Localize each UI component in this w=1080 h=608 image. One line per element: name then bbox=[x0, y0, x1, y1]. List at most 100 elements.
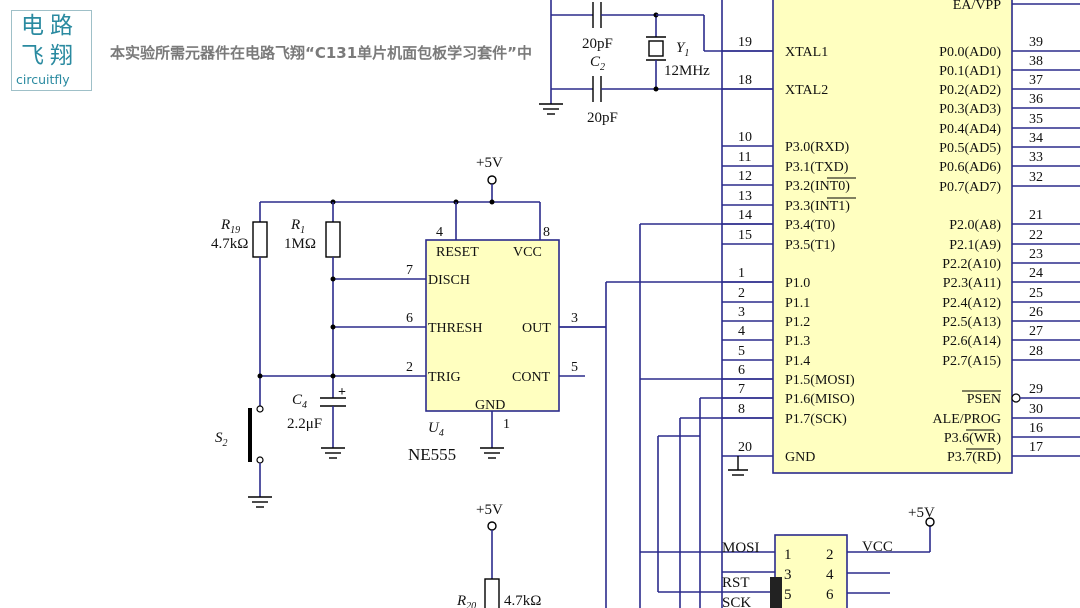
r1-ref-label: R1 bbox=[290, 217, 305, 236]
mcu-pin-name: P2.6(A14) bbox=[942, 334, 1001, 349]
mcu-pin-number: 7 bbox=[738, 382, 745, 397]
pin-gnd-label: GND bbox=[475, 398, 505, 413]
y1-ref-label: Y1 bbox=[676, 40, 689, 59]
r20-supply-label: +5V bbox=[476, 502, 503, 518]
timer-ref-label: U4 bbox=[428, 420, 444, 439]
mcu-pin-name: P1.3 bbox=[785, 334, 810, 349]
mcu-pin-number: 35 bbox=[1029, 112, 1043, 127]
pin-vcc-number: 8 bbox=[543, 225, 550, 240]
crystal-oscillator: 20pF C2 20pF Y1 12MHz bbox=[539, 0, 773, 126]
mcu-pin-number: 4 bbox=[738, 324, 745, 339]
pin-disch-label: DISCH bbox=[428, 273, 470, 288]
mcu-pin-name: P2.0(A8) bbox=[949, 218, 1001, 233]
mcu-pin-number: 29 bbox=[1029, 382, 1043, 397]
mcu-pin-number: 11 bbox=[738, 150, 751, 165]
mcu-pin-number: 19 bbox=[738, 35, 752, 50]
mcu-pin-name: P1.7(SCK) bbox=[785, 412, 847, 427]
mcu-pin-number: 34 bbox=[1029, 131, 1043, 146]
c2-value-label: 20pF bbox=[587, 110, 618, 126]
r1-value-label: 1MΩ bbox=[284, 236, 316, 252]
mcu-chip: 19XTAL118XTAL210P3.0(RXD)11P3.1(TXD)12P3… bbox=[721, 0, 1080, 608]
mcu-pin-number: 17 bbox=[1029, 440, 1043, 455]
c4-polarity-label: + bbox=[338, 385, 346, 400]
isp-supply-label: +5V bbox=[908, 505, 935, 521]
mcu-pin-number: 38 bbox=[1029, 54, 1043, 69]
mcu-pin-name: P2.4(A12) bbox=[942, 296, 1001, 311]
c2-ref-label: C2 bbox=[590, 54, 605, 73]
mcu-pin-number: 39 bbox=[1029, 35, 1043, 50]
pin-trig-label: TRIG bbox=[428, 370, 461, 385]
mcu-pin-number: 1 bbox=[738, 266, 745, 281]
mcu-pin-number: 3 bbox=[738, 305, 745, 320]
mcu-pin-2: 2P1.1 bbox=[722, 286, 810, 311]
r20-value-label: 4.7kΩ bbox=[504, 593, 541, 608]
mcu-pin-number: 6 bbox=[738, 363, 745, 378]
mcu-pin-name: EA/VPP bbox=[953, 0, 1001, 13]
pin-gnd-number: 1 bbox=[503, 417, 510, 432]
mcu-pin-name: P0.5(AD5) bbox=[939, 141, 1001, 156]
mcu-pin-name: P1.2 bbox=[785, 315, 810, 330]
isp-header: +5V MOSI RST SCK 1 3 5 2 4 6 VCC bbox=[722, 505, 935, 608]
mcu-pin-4: 4P1.3 bbox=[722, 324, 810, 349]
mcu-pin-number: 30 bbox=[1029, 402, 1043, 417]
mcu-pin-name: P0.2(AD2) bbox=[939, 83, 1001, 98]
mcu-pin-name: GND bbox=[785, 450, 815, 465]
mcu-pin-name: P1.1 bbox=[785, 296, 810, 311]
timer-supply-label: +5V bbox=[476, 155, 503, 171]
mcu-pin-31: 31 EA/VPP bbox=[953, 0, 1080, 13]
mcu-pin-name: P3.3(INT1) bbox=[785, 199, 850, 214]
mcu-pin-name: XTAL1 bbox=[785, 45, 828, 60]
mcu-pin-name: P3.1(TXD) bbox=[785, 160, 849, 175]
r20-ref-label: R20 bbox=[456, 593, 476, 608]
isp-pin-5: 5 bbox=[784, 587, 792, 603]
circuitfly-logo: 电路 飞翔 circuitfly bbox=[11, 10, 92, 91]
mcu-pin-number: 28 bbox=[1029, 344, 1043, 359]
s2-ref-label: S2 bbox=[215, 430, 228, 449]
mcu-pin-number: 10 bbox=[738, 130, 752, 145]
mcu-pin-name: ALE/PROG bbox=[933, 412, 1001, 427]
mcu-pin-number: 31 bbox=[1029, 0, 1043, 3]
logo-line-2: 飞翔 bbox=[21, 43, 79, 69]
mcu-pin-name: P2.1(A9) bbox=[949, 238, 1001, 253]
mcu-pin-name: P1.0 bbox=[785, 276, 810, 291]
mcu-pin-number: 16 bbox=[1029, 421, 1043, 436]
mcu-pin-name: P3.5(T1) bbox=[785, 238, 836, 253]
pin-out-label: OUT bbox=[522, 321, 551, 336]
r20-section: +5V R20 4.7kΩ bbox=[456, 502, 541, 608]
mcu-pin-number: 20 bbox=[738, 440, 752, 455]
mcu-pin-number: 8 bbox=[738, 402, 745, 417]
pin-cont-label: CONT bbox=[512, 370, 551, 385]
mcu-pin-number: 36 bbox=[1029, 92, 1043, 107]
mcu-pin-name: P0.0(AD0) bbox=[939, 45, 1001, 60]
mcu-pin-number: 5 bbox=[738, 344, 745, 359]
isp-pin-4: 4 bbox=[826, 567, 834, 583]
mcu-pin-name: P1.5(MOSI) bbox=[785, 373, 855, 388]
timer-part-label: NE555 bbox=[408, 445, 456, 464]
isp-mosi-label: MOSI bbox=[722, 540, 760, 556]
r19-value-label: 4.7kΩ bbox=[211, 236, 248, 252]
mcu-pin-number: 13 bbox=[738, 189, 752, 204]
mcu-pin-name: P3.0(RXD) bbox=[785, 140, 850, 155]
mcu-pin-number: 24 bbox=[1029, 266, 1043, 281]
signal-wires bbox=[560, 223, 775, 608]
logo-brand: circuitfly bbox=[16, 72, 70, 87]
kit-banner-text: 本实验所需元器件在电路飞翔“C131单片机面包板学习套件”中 bbox=[110, 44, 533, 62]
mcu-pin-number: 18 bbox=[738, 73, 752, 88]
mcu-pin-number: 22 bbox=[1029, 228, 1043, 243]
mcu-pin-3: 3P1.2 bbox=[722, 305, 810, 330]
